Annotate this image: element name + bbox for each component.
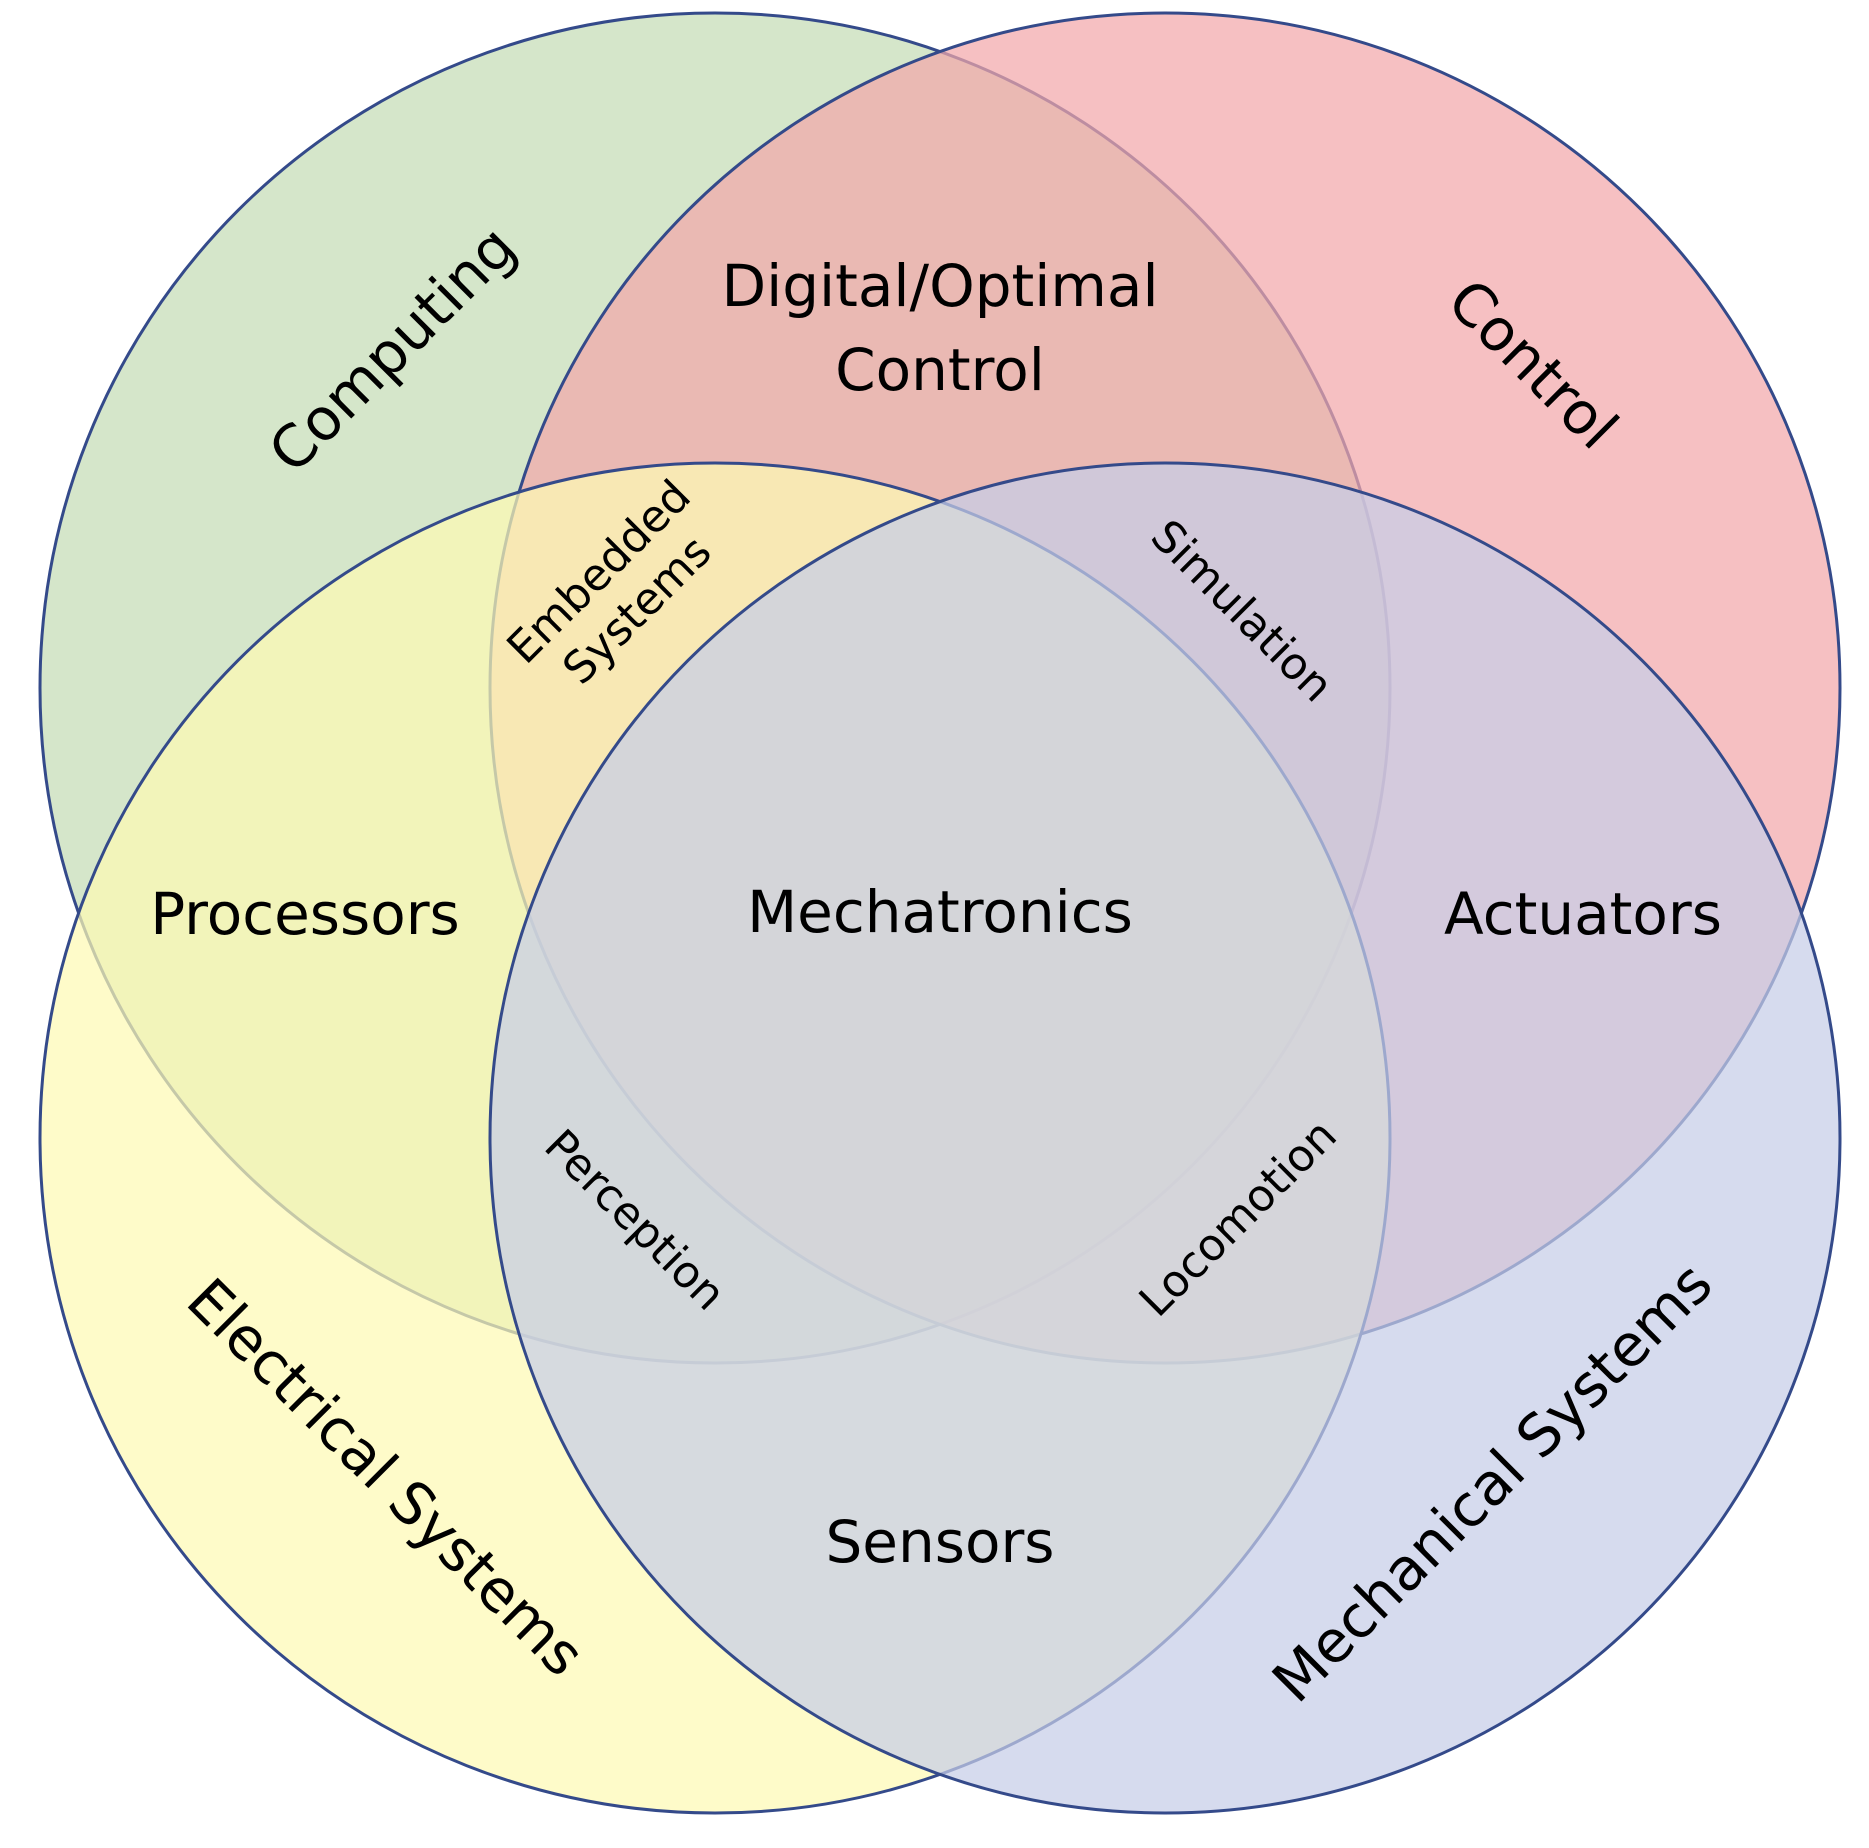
actuators-label: Actuators xyxy=(1444,880,1722,948)
mechatronics-label: Mechatronics xyxy=(747,878,1133,946)
digital-optimal-control-label-line1: Digital/Optimal xyxy=(721,252,1158,320)
sensors-label: Sensors xyxy=(825,1508,1054,1576)
digital-optimal-control-label-line2: Control xyxy=(835,336,1045,404)
mechanical-systems-circle xyxy=(488,461,1842,1815)
processors-label: Processors xyxy=(150,880,460,948)
